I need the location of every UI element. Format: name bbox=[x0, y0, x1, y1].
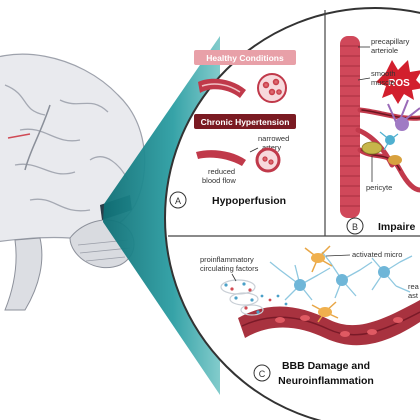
narrowed-artery-pointer bbox=[249, 147, 259, 153]
narrowed-artery-label-1: narrowed bbox=[258, 134, 289, 143]
panel-b-circle bbox=[346, 217, 364, 235]
activated-microglia-2-body bbox=[318, 307, 332, 317]
pericyte-cell bbox=[361, 141, 383, 155]
precapillary-arteriole bbox=[340, 36, 360, 218]
activated-microglia-pointer bbox=[325, 254, 351, 257]
smooth-muscle-pointer bbox=[357, 77, 371, 81]
reactive-astrocyte-1-body bbox=[294, 279, 306, 291]
healthy-vessel-crosssection bbox=[257, 73, 287, 103]
activated-microglia-1-body bbox=[311, 253, 325, 263]
astrocyte-cell bbox=[379, 131, 399, 151]
panel-b: ROS precapillary arteriole smooth muscle… bbox=[340, 36, 420, 235]
reactive-astrocytes-label-1: rea bbox=[408, 282, 420, 291]
panel-c-title-line2: Neuroinflammation bbox=[278, 375, 374, 387]
panel-a-letter: A bbox=[175, 196, 181, 206]
panel-b-letter: B bbox=[352, 222, 358, 232]
panel-a-circle bbox=[169, 191, 187, 209]
narrowed-vessel bbox=[196, 150, 246, 166]
panel-c: proinflammatory circulating factors acti… bbox=[200, 245, 420, 387]
ros-label: ROS bbox=[388, 78, 410, 89]
reduced-blood-flow-label-1: reduced bbox=[208, 167, 235, 176]
panel-c-circle bbox=[253, 364, 271, 382]
proinflammatory-label-2: circulating factors bbox=[200, 264, 259, 273]
panel-c-letter: C bbox=[259, 369, 266, 379]
narrowed-artery-label-2: artery bbox=[262, 143, 281, 152]
healthy-conditions-banner bbox=[194, 50, 296, 65]
neuron-cell bbox=[387, 99, 420, 131]
smooth-muscle-label-2: muscle bbox=[371, 78, 395, 87]
chronic-hypertension-label: Chronic Hypertension bbox=[201, 117, 290, 127]
reactive-astrocyte-2-body bbox=[336, 274, 348, 286]
healthy-conditions-label: Healthy Conditions bbox=[206, 53, 284, 63]
pericyte-cell-2 bbox=[388, 155, 402, 165]
reactive-astrocytes-label-2: ast bbox=[408, 291, 419, 300]
pericyte-label: pericyte bbox=[366, 183, 392, 192]
proinflammatory-label-1: proinflammatory bbox=[200, 255, 254, 264]
activated-microglia-1 bbox=[304, 245, 333, 273]
reactive-astrocyte-1 bbox=[269, 261, 331, 301]
panel-a-title: Hypoperfusion bbox=[212, 195, 286, 207]
reactive-astrocyte-2 bbox=[321, 251, 373, 299]
smooth-muscle-label-1: smooth bbox=[371, 69, 396, 78]
precapillary-label-1: precapillary bbox=[371, 37, 410, 46]
ros-burst: ROS bbox=[376, 60, 420, 104]
reactive-astrocyte-3 bbox=[371, 255, 413, 293]
narrowed-vessel-crosssection bbox=[255, 147, 281, 173]
chronic-hypertension-banner bbox=[194, 114, 296, 129]
panel-a: Healthy Conditions Chronic Hypertension … bbox=[169, 50, 296, 209]
reactive-astrocyte-3-body bbox=[378, 266, 390, 278]
proinflammatory-pointer bbox=[231, 273, 237, 282]
circulating-factors bbox=[220, 279, 288, 316]
vessel-segment bbox=[238, 300, 420, 346]
brain-illustration bbox=[0, 53, 146, 311]
healthy-vessel bbox=[198, 78, 246, 98]
reduced-blood-flow-label-2: blood flow bbox=[202, 176, 236, 185]
activated-microglia-label: activated micro bbox=[352, 250, 402, 259]
panel-c-title-line1: BBB Damage and bbox=[282, 360, 370, 372]
precapillary-label-2: arteriole bbox=[371, 46, 398, 55]
panel-b-title: Impaire bbox=[378, 221, 416, 233]
activated-microglia-2 bbox=[311, 301, 339, 323]
